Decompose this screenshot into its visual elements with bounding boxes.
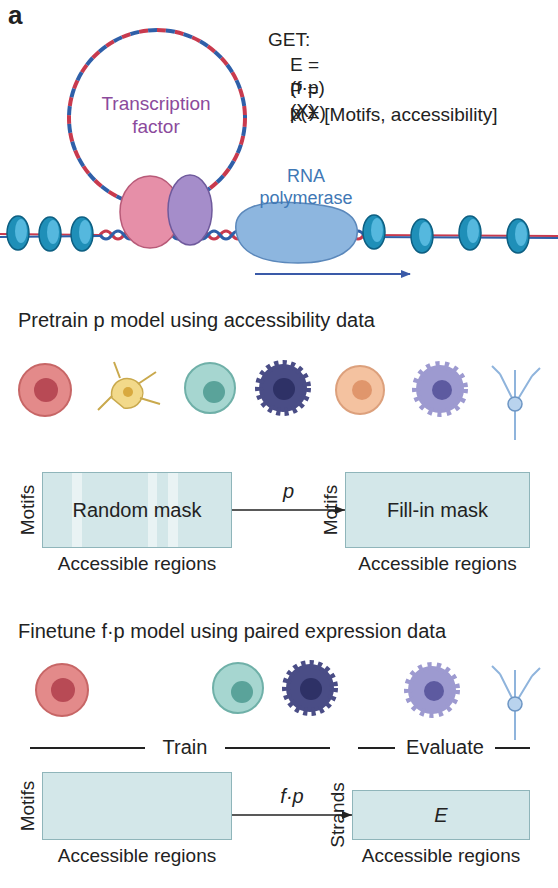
section-heading: Pretrain p model using accessibility dat… <box>18 308 375 332</box>
cell-icon <box>123 387 133 397</box>
nucleosome <box>363 215 385 249</box>
nucleosome <box>7 216 29 250</box>
flow-arrow <box>232 814 352 816</box>
cell-icon <box>213 663 263 713</box>
cell-icon <box>231 681 253 703</box>
cell-icon <box>416 365 464 413</box>
axis-label: Motifs <box>17 485 39 536</box>
nucleosome <box>411 219 433 253</box>
flow-arrow <box>232 509 345 511</box>
nucleosome <box>419 222 431 246</box>
nucleosome <box>507 219 529 253</box>
cell-icon <box>352 380 372 400</box>
protein-label: Transcription factor <box>88 92 224 138</box>
cell-icon <box>508 697 522 711</box>
nucleosome <box>79 220 91 244</box>
nucleosome <box>15 219 27 243</box>
transcription-factor-shape <box>120 175 212 248</box>
cell-icon <box>34 378 58 402</box>
cell-icon <box>300 678 322 700</box>
cell-icon <box>259 364 307 412</box>
direction-arrow <box>255 273 410 275</box>
axis-label: Accessible regions <box>358 553 516 575</box>
cell-icon <box>508 397 522 411</box>
matrix-box: MotifsRandom maskAccessible regions <box>42 472 232 548</box>
polymerase-shape <box>236 202 357 263</box>
axis-label: Motifs <box>17 781 39 832</box>
axis-label: Accessible regions <box>58 553 216 575</box>
polymerase-shape <box>236 202 357 263</box>
cell-icon <box>203 381 225 403</box>
cell-icon <box>408 666 456 714</box>
cell-icon <box>286 664 334 712</box>
split-label: Train <box>145 735 225 759</box>
cell-icon <box>36 664 88 716</box>
nucleosome <box>515 222 527 246</box>
formula-heading: GET: <box>268 28 310 51</box>
cell-icon <box>19 364 71 416</box>
nucleosome <box>371 218 383 242</box>
nucleosome <box>47 220 59 244</box>
nucleosome <box>39 217 61 251</box>
cell-icon <box>432 380 452 400</box>
cell-icon <box>492 366 540 440</box>
edge-label: f·p <box>280 785 303 808</box>
edge-label: p <box>283 480 294 503</box>
transcription-factor-shape <box>168 175 212 245</box>
axis-label: Accessible regions <box>58 845 216 867</box>
cell-icon <box>51 678 75 702</box>
section-heading: Finetune f·p model using paired expressi… <box>18 619 446 643</box>
cell-icon <box>36 663 540 740</box>
cell-icon <box>98 362 160 410</box>
cell-icon <box>185 363 235 413</box>
cell-icon <box>19 362 540 440</box>
nucleosome <box>71 217 93 251</box>
matrix-box: StrandsEAccessible regions <box>352 790 530 840</box>
axis-label: Accessible regions <box>362 845 520 867</box>
split-label: Evaluate <box>395 735 495 759</box>
cell-icon <box>336 366 384 414</box>
box-label: E <box>434 804 447 827</box>
matrix-box: MotifsFill-in maskAccessible regions <box>345 472 530 548</box>
nucleosome <box>459 216 481 250</box>
formula-line: X = [Motifs, accessibility] <box>290 103 518 126</box>
cell-icon <box>492 666 540 740</box>
matrix-box: MotifsAccessible regions <box>42 772 232 840</box>
box-label: Random mask <box>73 499 202 522</box>
protein-label: RNA polymerase <box>250 166 362 210</box>
cell-icon <box>424 681 444 701</box>
box-label: Fill-in mask <box>387 499 488 522</box>
nucleosome <box>467 219 479 243</box>
cell-icon <box>273 378 295 400</box>
panel-letter: a <box>8 0 22 32</box>
